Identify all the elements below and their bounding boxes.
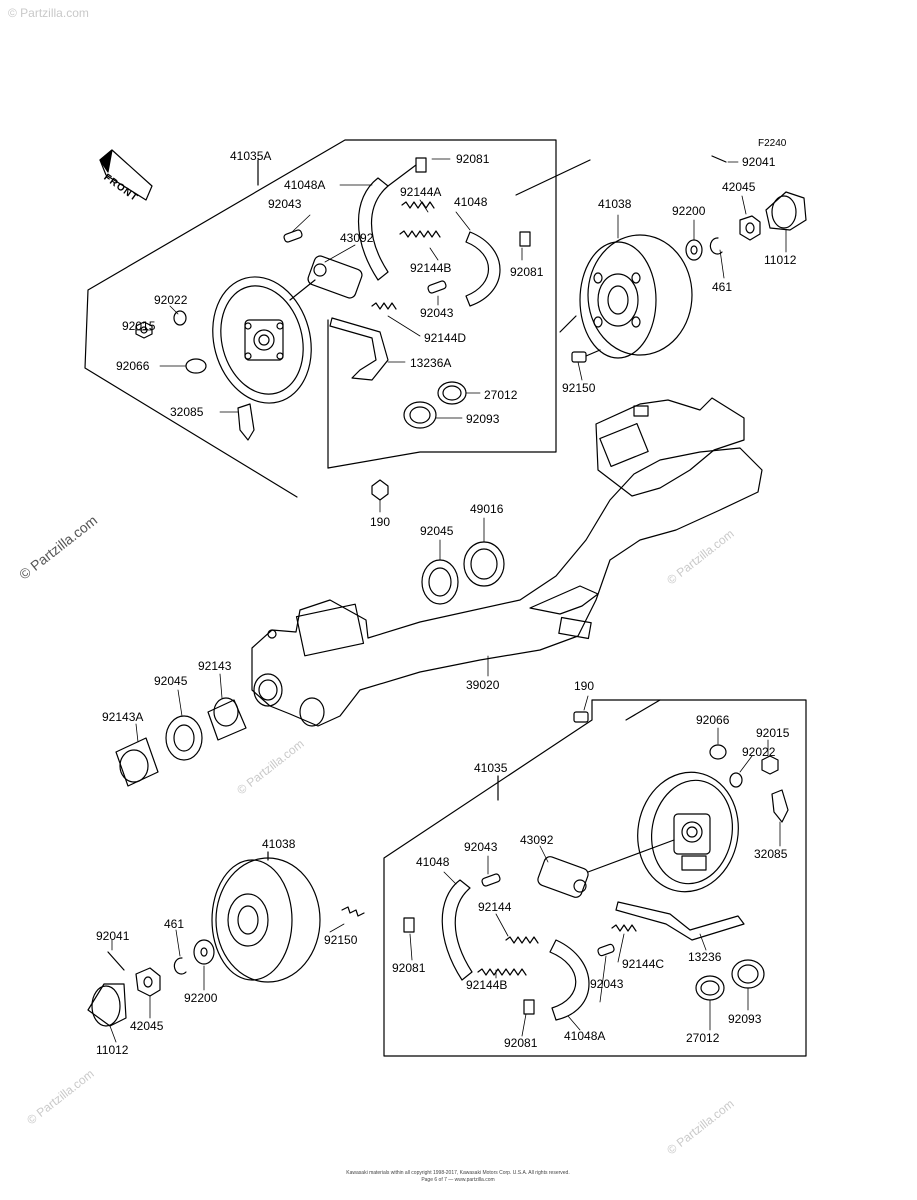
backing-plate-upper — [212, 276, 312, 404]
part-label-92045: 92045 — [420, 524, 454, 538]
brake-drum-lower-left — [211, 851, 365, 983]
part-label-11012: 11012 — [764, 253, 797, 267]
part-label-41035: 41035 — [474, 761, 508, 775]
part-label-27012: 27012 — [484, 388, 518, 402]
part-label-41038: 41038 — [598, 197, 632, 211]
springs-upper — [371, 201, 441, 310]
part-label-92144: 92144 — [478, 900, 512, 914]
part-label-92081: 92081 — [456, 152, 490, 166]
part-label-49016: 49016 — [470, 502, 504, 516]
part-label-41038: 41038 — [262, 837, 296, 851]
part-label-11012: 11012 — [96, 1043, 129, 1057]
assembly-box-41035 — [383, 699, 807, 1057]
part-label-92043: 92043 — [590, 977, 624, 991]
part-label-41048a: 41048A — [564, 1029, 606, 1043]
watermark: © Partzilla.com — [8, 6, 89, 20]
part-label-92045: 92045 — [154, 674, 188, 688]
brake-shoe-41048-upper — [465, 231, 531, 307]
part-label-92144c: 92144C — [622, 957, 665, 971]
copyright-line-2: Page 6 of 7 — www.partzilla.com — [421, 1177, 495, 1183]
part-label-41048: 41048 — [454, 195, 488, 209]
part-label-92144d: 92144D — [424, 331, 467, 345]
part-label-42045: 42045 — [130, 1019, 164, 1033]
copyright-line-1: Kawasaki materials within all copyright … — [346, 1170, 570, 1176]
part-label-92200: 92200 — [184, 991, 218, 1005]
small-parts-lower-left — [87, 939, 215, 1027]
leader-lines-upper-right — [577, 161, 787, 381]
leader-lines-middle — [135, 499, 489, 743]
pins-upper — [283, 229, 447, 294]
part-label-43092: 43092 — [520, 833, 554, 847]
part-label-92066: 92066 — [696, 713, 730, 727]
springs-lower — [477, 924, 637, 976]
part-label-39020: 39020 — [466, 678, 500, 692]
pins-lower — [481, 873, 615, 957]
part-label-92022: 92022 — [154, 293, 188, 307]
small-parts-lower-right — [573, 711, 789, 823]
part-label-41048a: 41048A — [284, 178, 326, 192]
part-label-92093: 92093 — [466, 412, 500, 426]
part-label-92150: 92150 — [562, 381, 596, 395]
part-label-92144b: 92144B — [466, 978, 508, 992]
seals-lower — [695, 959, 765, 1001]
part-label-190: 190 — [370, 515, 391, 529]
part-label-461: 461 — [712, 280, 733, 294]
part-label-92150: 92150 — [324, 933, 358, 947]
part-label-92041: 92041 — [96, 929, 130, 943]
part-label-190: 190 — [574, 679, 595, 693]
part-label-461: 461 — [164, 917, 185, 931]
part-label-32085: 32085 — [754, 847, 788, 861]
part-label-92022: 92022 — [742, 745, 776, 759]
part-label-92043: 92043 — [464, 840, 498, 854]
brake-shoe-41048a-upper — [357, 157, 427, 281]
backing-plate-lower — [587, 771, 739, 893]
small-parts-upper-left — [135, 310, 255, 441]
part-label-41035a: 41035A — [230, 149, 272, 163]
part-label-42045: 42045 — [722, 180, 756, 194]
part-label-92081: 92081 — [504, 1036, 538, 1050]
wheel-cylinder-upper — [289, 255, 363, 301]
seals-upper — [403, 381, 467, 429]
part-label-92144a: 92144A — [400, 185, 442, 199]
part-label-92143: 92143 — [198, 659, 232, 673]
brake-shoe-41048-lower — [403, 879, 473, 981]
part-label-92143a: 92143A — [102, 710, 144, 724]
part-label-92043: 92043 — [268, 197, 302, 211]
part-label-92043: 92043 — [420, 306, 454, 320]
part-label-41048: 41048 — [416, 855, 450, 869]
part-label-92093: 92093 — [728, 1012, 762, 1026]
leader-lines-upper-left — [135, 158, 523, 419]
wheel-cylinder-lower — [537, 856, 589, 898]
leader-lines-lower-left — [109, 923, 345, 1043]
axle-housing — [251, 397, 763, 727]
assembly-box-41035a — [84, 139, 557, 498]
lever-13236-lower — [615, 901, 745, 941]
part-label-27012: 27012 — [686, 1031, 720, 1045]
part-label-13236a: 13236A — [410, 356, 452, 370]
part-label-92015: 92015 — [756, 726, 790, 740]
front-arrow-icon — [99, 149, 153, 201]
lever-13236a-upper — [329, 317, 389, 381]
brake-drum-upper-right — [515, 159, 693, 359]
part-label-92041: 92041 — [742, 155, 776, 169]
part-label-92081: 92081 — [392, 961, 426, 975]
part-label-43092: 43092 — [340, 231, 374, 245]
part-label-13236: 13236 — [688, 950, 722, 964]
leader-lines-lower — [409, 695, 781, 1037]
part-label-92144b: 92144B — [410, 261, 452, 275]
part-label-92081: 92081 — [510, 265, 544, 279]
part-label-92066: 92066 — [116, 359, 150, 373]
part-label-92200: 92200 — [672, 204, 706, 218]
figure-code: F2240 — [758, 138, 787, 149]
part-label-32085: 32085 — [170, 405, 204, 419]
brake-shoe-41048a-lower — [523, 939, 590, 1021]
part-label-92015: 92015 — [122, 319, 156, 333]
bearings-left — [115, 697, 247, 787]
